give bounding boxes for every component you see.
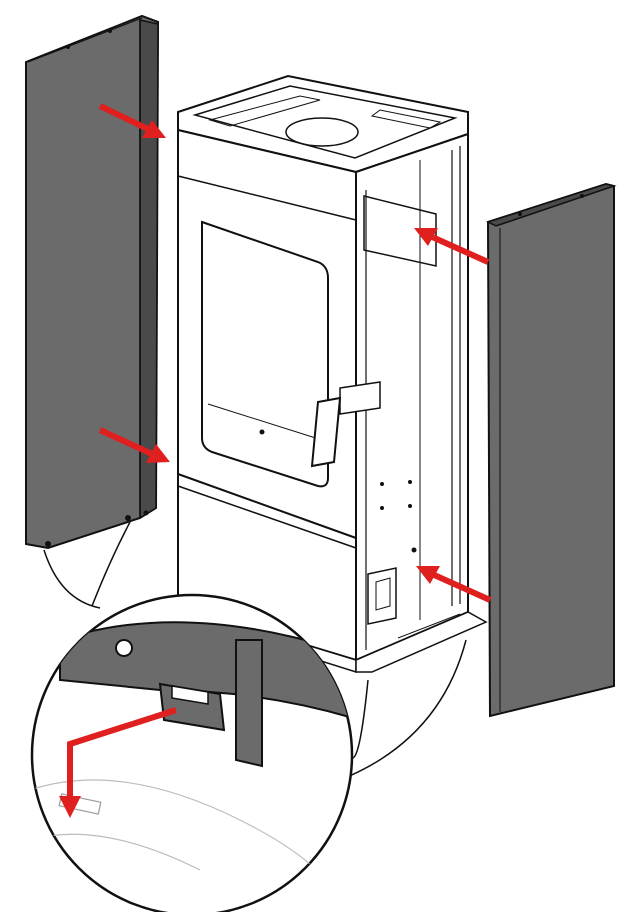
right-side-panel (486, 182, 617, 718)
door-glass-window (201, 220, 329, 488)
left-bottom-arrow (98, 427, 170, 463)
detail-arrow (59, 707, 177, 818)
detail-callout (30, 593, 354, 912)
stove-body (177, 74, 488, 674)
right-bottom-arrow (416, 566, 492, 603)
left-top-arrow (98, 103, 166, 138)
right-top-arrow (414, 228, 490, 265)
left-side-panel (25, 14, 160, 550)
assembly-arrows (59, 103, 492, 818)
callout-leader-lines (43, 521, 467, 781)
